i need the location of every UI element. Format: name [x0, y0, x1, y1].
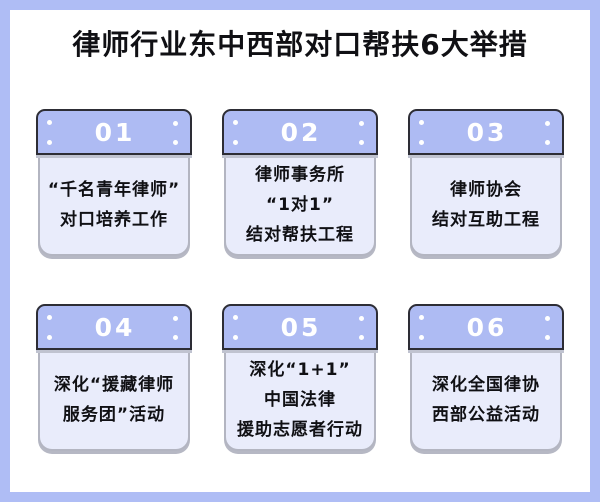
card-text: 深化“援藏律师服务团”活动	[38, 350, 190, 451]
page-title: 律师行业东中西部对口帮扶6大举措	[72, 28, 528, 61]
card-text-line: 深化“1+1”	[249, 359, 351, 380]
card-text-line: 深化全国律协	[432, 374, 540, 395]
card-text: 律师协会结对互助工程	[410, 155, 562, 256]
rivet-dot	[545, 335, 550, 340]
card-number: 06	[466, 312, 508, 342]
card-number: 02	[280, 117, 322, 147]
rivet-dot	[545, 140, 550, 145]
rivet-dot	[173, 121, 178, 126]
card-text: “千名青年律师” 对口培养工作	[38, 155, 190, 256]
card-number-header: 06	[408, 304, 564, 350]
card-text: 深化全国律协西部公益活动	[410, 350, 562, 451]
card-number-header: 05	[222, 304, 378, 350]
card-text-line: 西部公益活动	[432, 404, 540, 425]
card-text-line: 结对帮扶工程	[246, 224, 354, 245]
rivet-dot	[419, 335, 424, 340]
rivet-dot	[233, 335, 238, 340]
rivet-dot	[233, 120, 238, 125]
card-number: 01	[94, 117, 136, 147]
rivet-dot	[233, 140, 238, 145]
card-text-line: 中国法律	[264, 389, 336, 410]
card-number-header: 02	[222, 109, 378, 155]
measure-card: 02 律师事务所 “1对1” 结对帮扶工程	[222, 109, 378, 256]
card-text-line: 结对互助工程	[432, 209, 540, 230]
rivet-dot	[173, 140, 178, 145]
card-text: 律师事务所 “1对1” 结对帮扶工程	[224, 155, 376, 256]
card-number: 05	[280, 312, 322, 342]
measure-card: 05 深化“1+1” 中国法律援助志愿者行动	[222, 304, 378, 451]
card-text-line: 对口培养工作	[60, 209, 168, 230]
card-number-header: 04	[36, 304, 192, 350]
card-text-line: 深化“援藏律师	[53, 374, 175, 395]
rivet-dot	[173, 335, 178, 340]
rivet-dot	[419, 140, 424, 145]
rivet-dot	[47, 140, 52, 145]
rivet-dot	[233, 315, 238, 320]
rivet-dot	[47, 120, 52, 125]
rivet-dot	[545, 121, 550, 126]
rivet-dot	[419, 315, 424, 320]
rivet-dot	[359, 316, 364, 321]
rivet-dot	[173, 316, 178, 321]
card-text-line: “1对1”	[265, 194, 334, 215]
card-text-line: 律师协会	[450, 179, 522, 200]
measure-card: 03 律师协会结对互助工程	[408, 109, 564, 256]
measure-card: 04 深化“援藏律师服务团”活动	[36, 304, 192, 451]
rivet-dot	[419, 120, 424, 125]
measure-card: 06 深化全国律协西部公益活动	[408, 304, 564, 451]
card-text-line: 律师事务所	[255, 164, 345, 185]
rivet-dot	[359, 335, 364, 340]
card-text: 深化“1+1” 中国法律援助志愿者行动	[224, 350, 376, 451]
card-number: 04	[94, 312, 136, 342]
card-number-header: 03	[408, 109, 564, 155]
rivet-dot	[359, 121, 364, 126]
rivet-dot	[545, 316, 550, 321]
rivet-dot	[47, 335, 52, 340]
card-text-line: 援助志愿者行动	[237, 419, 363, 440]
rivet-dot	[359, 140, 364, 145]
measure-card: 01 “千名青年律师” 对口培养工作	[36, 109, 192, 256]
card-number: 03	[466, 117, 508, 147]
card-number-header: 01	[36, 109, 192, 155]
card-text-line: “千名青年律师”	[47, 179, 181, 200]
measures-grid: 01 “千名青年律师” 对口培养工作 02 律师事务所 “1对1” 结对帮扶工程 03…	[10, 109, 590, 451]
rivet-dot	[47, 315, 52, 320]
card-text-line: 服务团”活动	[62, 404, 166, 425]
